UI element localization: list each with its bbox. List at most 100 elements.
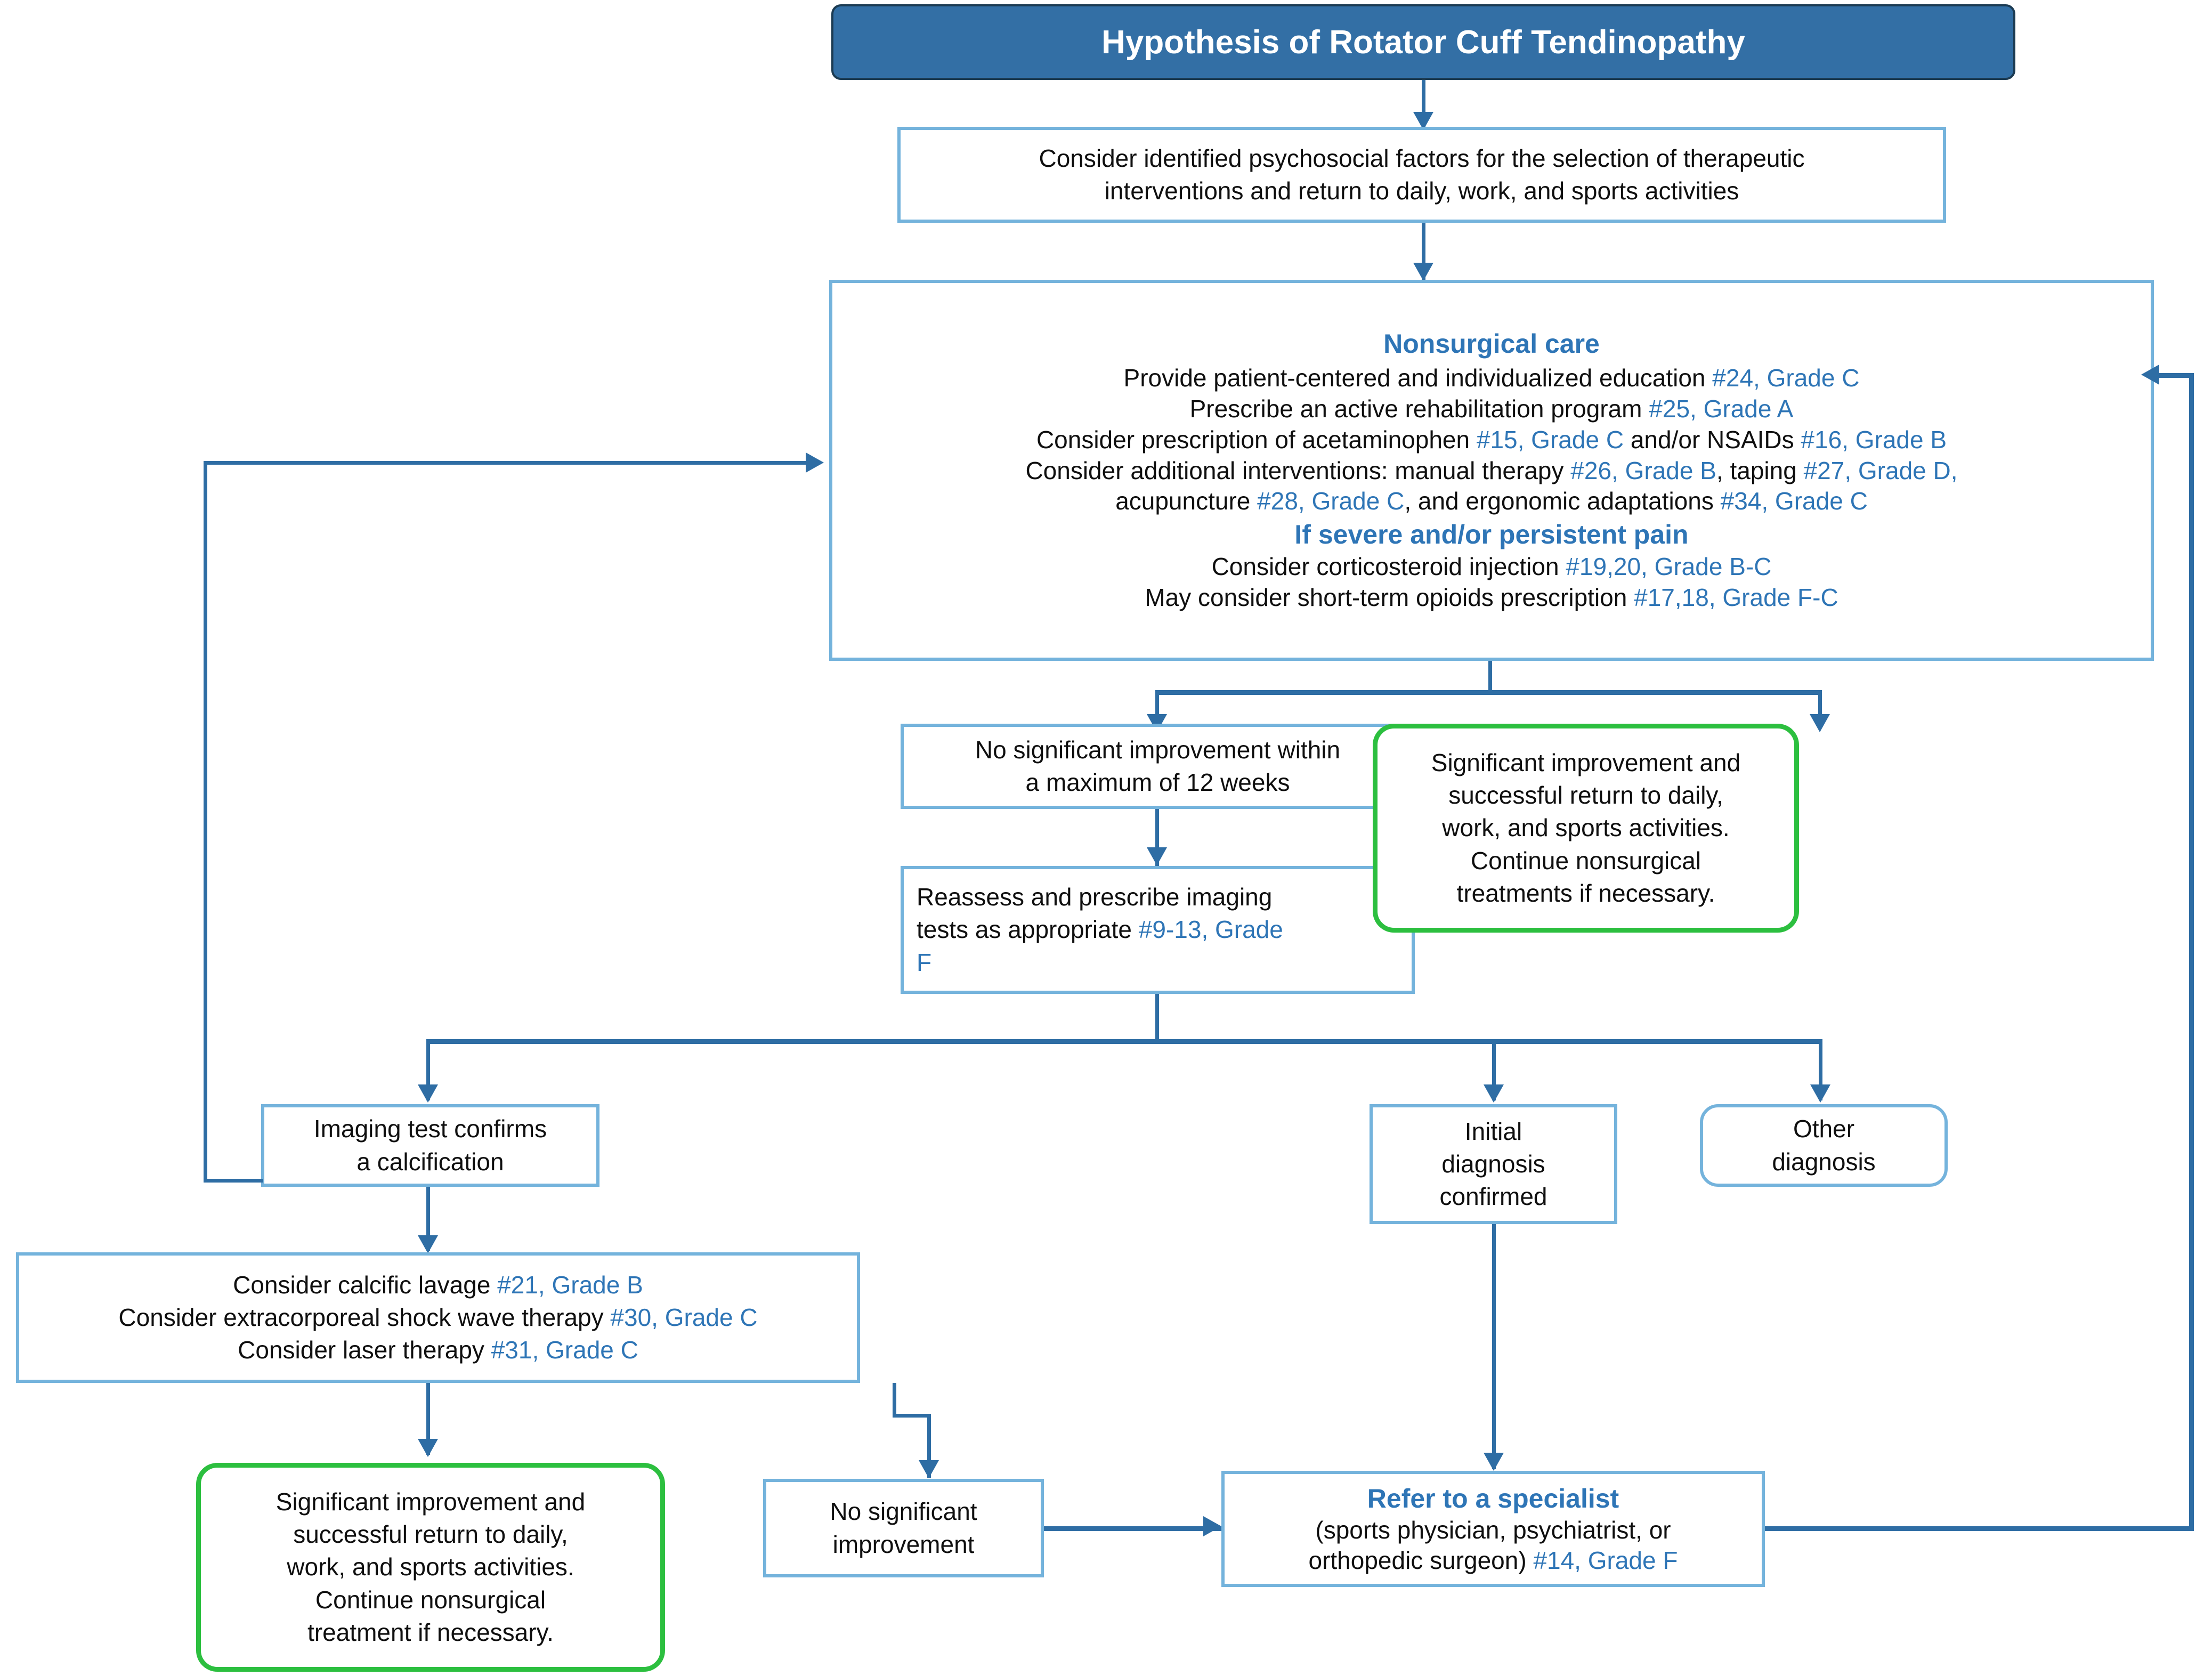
- node-success-outcome-top: Significant improvement and successful r…: [1373, 724, 1799, 933]
- refer-line-2-text: orthopedic surgeon): [1308, 1547, 1534, 1574]
- calcific-line-2: Consider extracorporeal shock wave thera…: [27, 1301, 849, 1334]
- reassess-line-1: Reassess and prescribe imaging: [917, 883, 1273, 911]
- node-initial-diagnosis-confirmed: Initial diagnosis confirmed: [1370, 1104, 1617, 1224]
- success-bottom-line-3: work, and sports activities.: [287, 1553, 574, 1581]
- nonsurgical-l3-text-a: Consider prescription of acetaminophen: [1036, 425, 1477, 454]
- no-improvement-line-2: improvement: [832, 1530, 975, 1558]
- diagram-title-text: Hypothesis of Rotator Cuff Tendinopathy: [1101, 23, 1745, 61]
- node-refer-to-specialist: Refer to a specialist (sports physician,…: [1221, 1471, 1765, 1587]
- nonsurgical-l1-text: Provide patient-centered and individuali…: [1123, 363, 1713, 392]
- arrowhead-treatments-to-success-bottom: [418, 1439, 438, 1457]
- initial-diagnosis-line-2: diagnosis: [1441, 1149, 1545, 1178]
- arrowhead-12w-to-reassess: [1147, 847, 1167, 865]
- success-bottom-line-5: treatment if necessary.: [307, 1618, 554, 1646]
- connector-no-improvement-to-refer: [1044, 1526, 1221, 1531]
- connector-treatments-bar-right: [893, 1414, 931, 1418]
- no-improvement-12w-line-2: a maximum of 12 weeks: [1025, 768, 1290, 796]
- node-imaging-confirms-calcification: Imaging test confirms a calcification: [261, 1104, 599, 1187]
- arrowhead-psychosocial-to-nonsurgical: [1413, 263, 1433, 281]
- connector-initial-diagnosis-to-refer: [1492, 1224, 1496, 1469]
- connector-psychosocial-to-nonsurgical: [1422, 223, 1425, 281]
- nonsurgical-l5-text-b: , and ergonomic adaptations: [1404, 487, 1721, 515]
- connector-reassess-split-bar: [426, 1039, 1822, 1044]
- refer-line-2: orthopedic surgeon) #14, Grade F: [1232, 1545, 1754, 1576]
- refer-line-2-grade: #14, Grade F: [1533, 1547, 1678, 1574]
- calcific-l1-text: Consider calcific lavage: [233, 1270, 498, 1299]
- nonsurgical-line-5: acupuncture #28, Grade C, and ergonomic …: [840, 486, 2143, 517]
- nonsurgical-l6-text: Consider corticosteroid injection: [1211, 553, 1566, 581]
- nonsurgical-line-2: Prescribe an active rehabilitation progr…: [840, 394, 2143, 425]
- other-diagnosis-line-2: diagnosis: [1772, 1147, 1876, 1176]
- initial-diagnosis-line-3: confirmed: [1439, 1183, 1547, 1211]
- diagram-title-bar: Hypothesis of Rotator Cuff Tendinopathy: [831, 4, 2015, 80]
- connector-treatments-stem-left: [426, 1383, 430, 1455]
- arrowhead-to-no-improvement: [919, 1460, 939, 1478]
- nonsurgical-l2-grade: #25, Grade A: [1649, 394, 1794, 423]
- arrowhead-to-calcification: [418, 1084, 438, 1103]
- refer-heading: Refer to a specialist: [1367, 1483, 1619, 1513]
- nonsurgical-l5-grade-b: #34, Grade C: [1720, 487, 1868, 515]
- calcific-l1-grade: #21, Grade B: [497, 1270, 643, 1299]
- nonsurgical-l2-text: Prescribe an active rehabilitation progr…: [1189, 394, 1649, 423]
- connector-nonsurgical-to-no-improvement: [1155, 690, 1159, 727]
- connector-to-other-diagnosis: [1819, 1039, 1822, 1100]
- arrowhead-loop-right-into-nonsurgical: [2141, 365, 2159, 385]
- loop-left-from-calcification: [204, 1179, 263, 1183]
- connector-calcification-to-treatments: [426, 1187, 430, 1251]
- psychosocial-line-2: interventions and return to daily, work,…: [1104, 177, 1739, 205]
- connector-treatments-stem-right: [893, 1383, 896, 1418]
- nonsurgical-l7-grade: #17,18, Grade F-C: [1634, 584, 1838, 612]
- success-bottom-line-4: Continue nonsurgical: [315, 1585, 546, 1614]
- no-improvement-line-1: No significant: [830, 1497, 977, 1526]
- node-other-diagnosis: Other diagnosis: [1700, 1104, 1948, 1187]
- nonsurgical-subheading: If severe and/or persistent pain: [1294, 520, 1689, 550]
- success-top-line-3: work, and sports activities.: [1442, 814, 1730, 842]
- calcification-line-2: a calcification: [356, 1147, 504, 1176]
- loop-right-from-refer: [1765, 1526, 2194, 1531]
- connector-title-to-psychosocial: [1422, 80, 1425, 127]
- other-diagnosis-line-1: Other: [1793, 1115, 1855, 1143]
- nonsurgical-line-4: Consider additional interventions: manua…: [840, 456, 2143, 487]
- arrowhead-calcification-to-treatments: [418, 1235, 438, 1253]
- node-nonsurgical-care: Nonsurgical care Provide patient-centere…: [829, 280, 2154, 661]
- arrowhead-no-improvement-to-refer: [1203, 1516, 1221, 1536]
- nonsurgical-l4-grade-b: #27, Grade D,: [1803, 456, 1958, 484]
- reassess-line-3: F: [917, 948, 932, 976]
- nonsurgical-l1-grade: #24, Grade C: [1712, 363, 1860, 392]
- calcific-l3-grade: #31, Grade C: [491, 1336, 638, 1364]
- nonsurgical-l7-text: May consider short-term opioids prescrip…: [1145, 584, 1634, 612]
- loop-right-to-nonsurgical: [2158, 373, 2191, 378]
- no-improvement-12w-line-1: No significant improvement within: [975, 735, 1341, 764]
- arrowhead-loop-left-into-nonsurgical: [806, 452, 824, 473]
- connector-nonsurgical-stem: [1488, 661, 1492, 694]
- calcific-l2-grade: #30, Grade C: [610, 1303, 758, 1331]
- nonsurgical-l4-text-a: Consider additional interventions: manua…: [1025, 456, 1571, 484]
- initial-diagnosis-line-1: Initial: [1464, 1117, 1522, 1145]
- calcific-line-3: Consider laser therapy #31, Grade C: [27, 1334, 849, 1366]
- node-psychosocial-factors: Consider identified psychosocial factors…: [897, 127, 1946, 223]
- reassess-line-2-grade: #9-13, Grade: [1138, 916, 1283, 944]
- success-top-line-4: Continue nonsurgical: [1470, 846, 1701, 875]
- loop-right-vertical: [2189, 373, 2194, 1528]
- connector-to-calcification: [426, 1039, 430, 1100]
- nonsurgical-l5-grade-a: #28, Grade C: [1257, 487, 1405, 515]
- nonsurgical-l6-grade: #19,20, Grade B-C: [1566, 553, 1772, 581]
- arrowhead-initial-diagnosis-to-refer: [1484, 1453, 1504, 1471]
- loop-left-to-nonsurgical: [204, 461, 811, 465]
- connector-reassess-stem: [1155, 994, 1159, 1042]
- connector-to-initial-diagnosis: [1492, 1039, 1496, 1100]
- calcific-line-1: Consider calcific lavage #21, Grade B: [27, 1269, 849, 1301]
- arrowhead-to-success-top: [1810, 714, 1830, 732]
- connector-nonsurgical-split-bar: [1155, 690, 1822, 695]
- calcific-l2-text: Consider extracorporeal shock wave thera…: [118, 1303, 611, 1331]
- nonsurgical-l5-text-a: acupuncture: [1115, 487, 1258, 515]
- connector-down-to-no-improvement: [927, 1414, 931, 1478]
- success-top-line-1: Significant improvement and: [1431, 749, 1741, 777]
- loop-left-vertical: [204, 461, 207, 1183]
- connector-nonsurgical-to-success-top: [1818, 690, 1822, 727]
- nonsurgical-line-3: Consider prescription of acetaminophen #…: [840, 425, 2143, 456]
- node-no-significant-improvement: No significant improvement: [763, 1479, 1044, 1577]
- success-top-line-5: treatments if necessary.: [1456, 879, 1715, 907]
- nonsurgical-l3-grade-b: #16, Grade B: [1801, 425, 1947, 454]
